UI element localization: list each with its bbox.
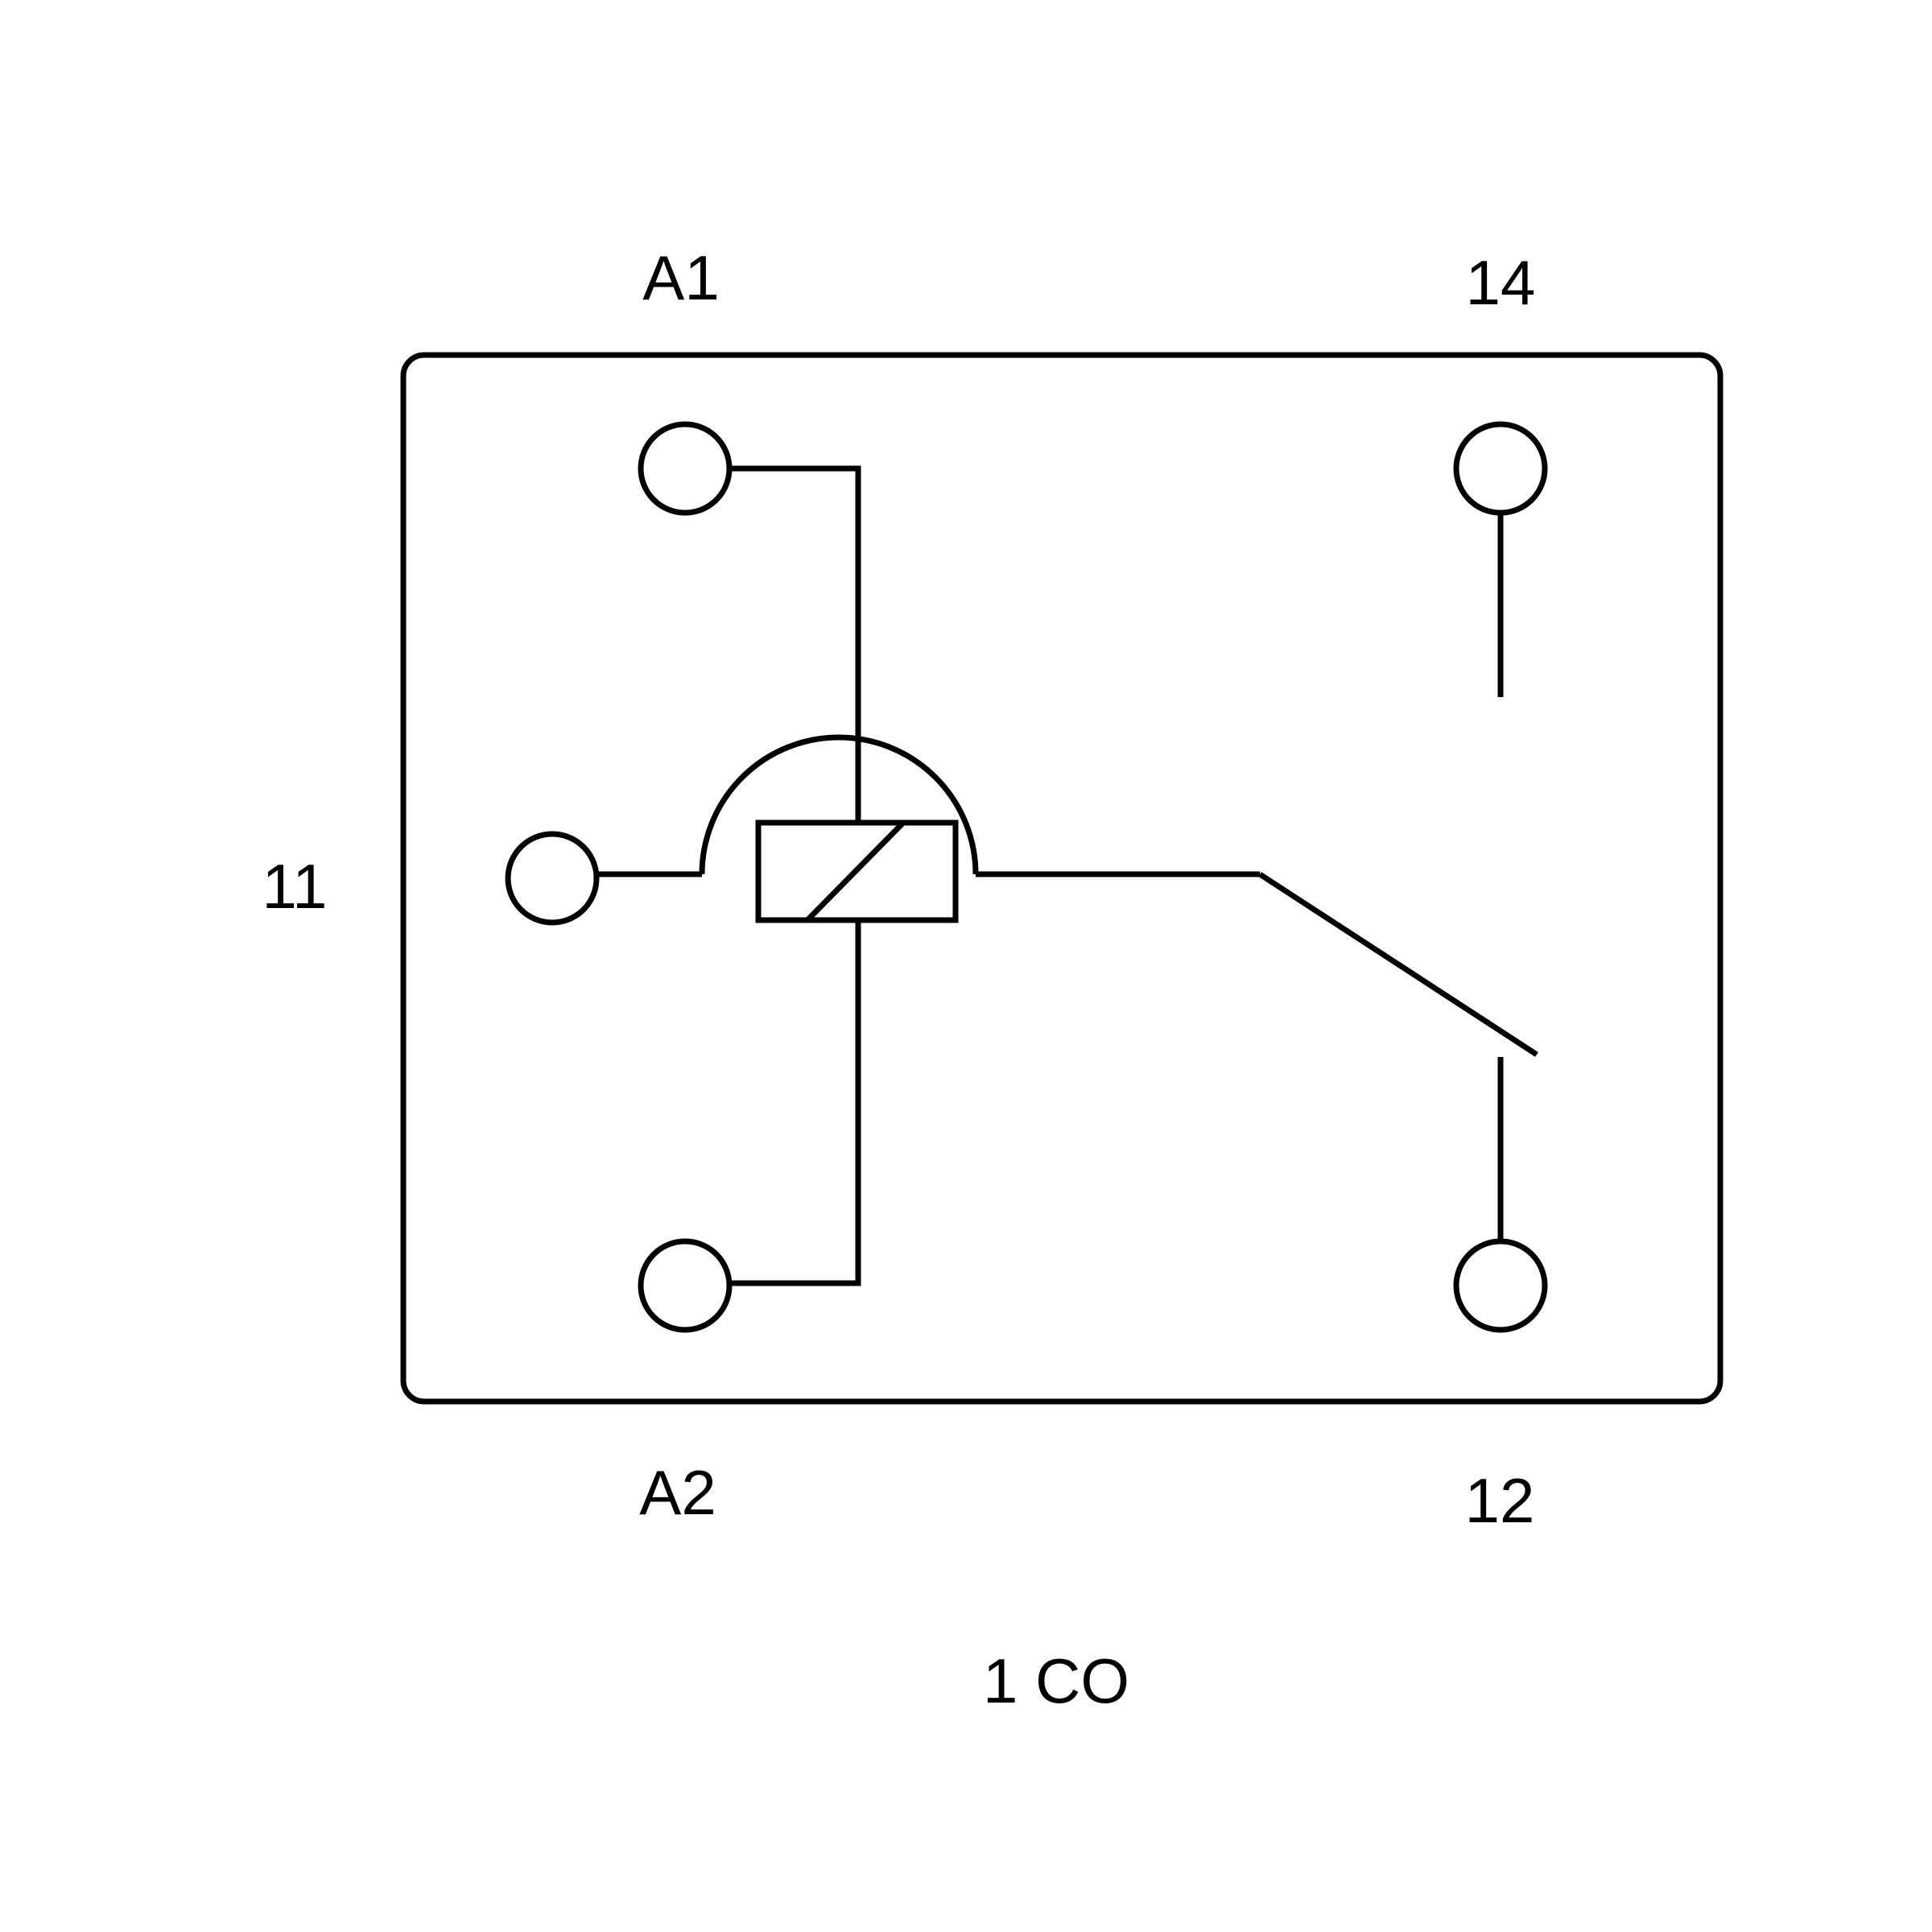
label-11: 11 (262, 851, 328, 922)
coil-slash (805, 820, 906, 923)
common-contact-arc (699, 734, 979, 875)
label-a2: A2 (639, 1457, 716, 1528)
label-14: 14 (1466, 247, 1536, 318)
label-a1: A1 (642, 242, 719, 313)
pin-a2 (638, 1238, 733, 1333)
pin-11 (505, 831, 600, 926)
pin-12 (1453, 1238, 1548, 1333)
caption-contact-type: 1 CO (983, 1645, 1129, 1716)
relay-housing-frame (400, 352, 1724, 1405)
wire-coil-to-a2 (729, 920, 861, 1286)
label-12: 12 (1465, 1465, 1535, 1536)
switch-blade (1258, 872, 1538, 1057)
wire-a1-to-coil (729, 465, 861, 823)
pin-14 (1453, 421, 1548, 516)
pin-a1 (638, 421, 733, 516)
